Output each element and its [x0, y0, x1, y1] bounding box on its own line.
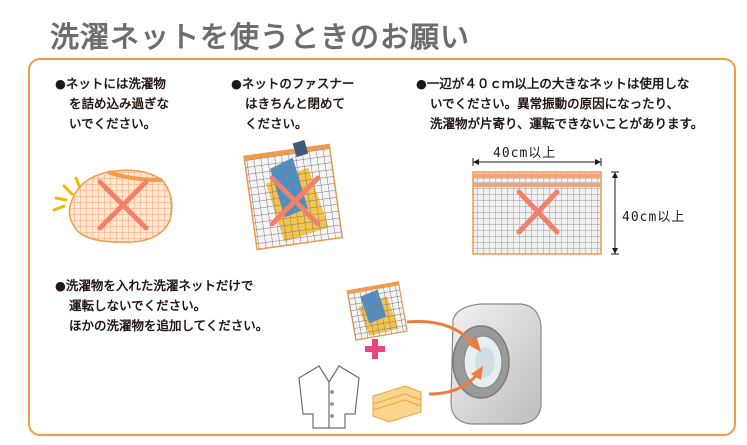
page-title: 洗濯ネットを使うときのお願い: [50, 20, 471, 54]
note-line: を詰め込み過ぎな: [69, 96, 170, 111]
note-line: 洗濯物が片寄り、運転できないことがあります。: [430, 116, 704, 131]
washing-machine-icon: [450, 303, 542, 425]
laundry-net-icon: [346, 281, 408, 341]
note-overstuffing: ●ネットには洗濯物 を詰め込み過ぎな いでください。: [55, 74, 169, 134]
note-line: ほかの洗濯物を追加してください。: [69, 318, 269, 333]
open-zipper-net-illustration: [243, 139, 344, 251]
cross-icon: [97, 179, 149, 231]
arrowhead-icon: [471, 366, 483, 380]
overstuffed-net-illustration: [52, 169, 173, 243]
height-dimension-label: 40cm以上: [622, 210, 686, 225]
note-line: ●洗濯物を入れた洗濯ネットだけで: [55, 278, 254, 293]
large-net-illustration: [472, 158, 619, 255]
note-line: ●ネットのファスナー: [231, 76, 355, 91]
note-large-net: ●一辺が４０ｃｍ以上の大きなネットは使用しな いでください。異常振動の原因になっ…: [416, 74, 703, 134]
towel-icon: [372, 385, 422, 423]
note-line: はきちんと閉めて: [245, 96, 346, 111]
note-zipper: ●ネットのファスナー はきちんと閉めて ください。: [231, 74, 354, 134]
cross-icon: [269, 175, 321, 227]
shirt-icon: [298, 365, 360, 429]
note-line: 運転しないでください。: [69, 298, 207, 313]
note-add-laundry: ●洗濯物を入れた洗濯ネットだけで 運転しないでください。 ほかの洗濯物を追加して…: [55, 276, 268, 336]
note-line: いでください。: [69, 116, 157, 131]
cross-icon: [516, 189, 560, 235]
note-line: ●一辺が４０ｃｍ以上の大きなネットは使用しな: [416, 76, 690, 91]
note-line: いでください。異常振動の原因になったり、: [430, 96, 680, 111]
arrowhead-icon: [467, 338, 481, 352]
instruction-panel: [28, 58, 736, 436]
width-dimension-label: 40cm以上: [493, 146, 557, 161]
note-line: ●ネットには洗濯物: [55, 76, 166, 91]
plus-icon: [365, 339, 385, 359]
note-line: ください。: [245, 116, 308, 131]
add-laundry-illustration: [298, 281, 542, 429]
